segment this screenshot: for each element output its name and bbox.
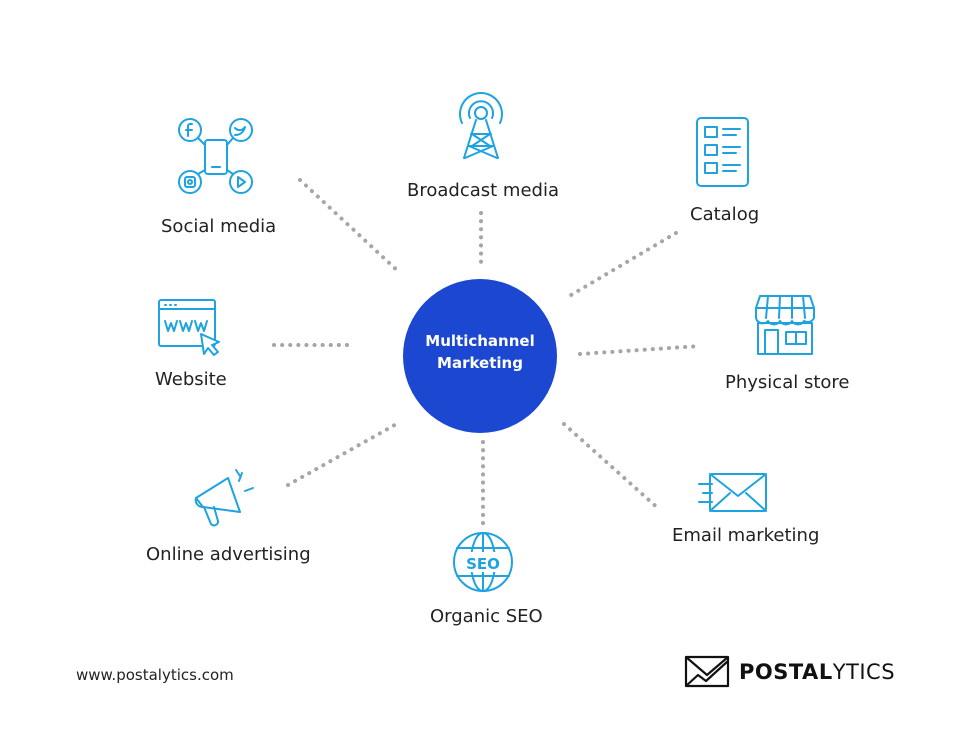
connector-catalog <box>564 231 678 300</box>
broadcast-tower-icon <box>459 92 503 159</box>
footer-url: www.postalytics.com <box>76 666 234 684</box>
label-broadcast-media: Broadcast media <box>407 180 559 201</box>
center-label-line2: Marketing <box>437 354 523 372</box>
connector-online-advertising <box>286 420 402 487</box>
label-online-advertising: Online advertising <box>146 544 311 565</box>
center-node <box>403 279 557 433</box>
connector-physical-store <box>578 344 702 356</box>
brand-bold: POSTAL <box>739 660 833 684</box>
megaphone-icon <box>194 469 254 527</box>
label-social-media: Social media <box>161 216 277 237</box>
center-label-line1: Multichannel <box>425 332 535 350</box>
connectors <box>272 178 702 527</box>
social-media-icon <box>178 118 253 194</box>
connector-email-marketing <box>562 422 662 512</box>
brand-wordmark: POSTALYTICS <box>739 660 895 684</box>
svg-text:SEO: SEO <box>466 555 500 573</box>
label-email-marketing: Email marketing <box>672 525 820 546</box>
label-catalog: Catalog <box>690 204 760 225</box>
connector-social-media <box>298 178 402 275</box>
seo-globe-icon: SEO <box>453 532 513 592</box>
email-icon <box>698 473 767 512</box>
center-label: Multichannel Marketing <box>404 330 556 374</box>
brand-light: YTICS <box>832 660 896 684</box>
postalytics-logo-icon <box>684 655 730 688</box>
store-icon <box>755 295 815 355</box>
label-website: Website <box>155 369 227 390</box>
label-organic-seo: Organic SEO <box>430 606 543 627</box>
catalog-icon <box>696 117 749 187</box>
label-physical-store: Physical store <box>725 372 850 393</box>
website-icon <box>158 299 220 356</box>
